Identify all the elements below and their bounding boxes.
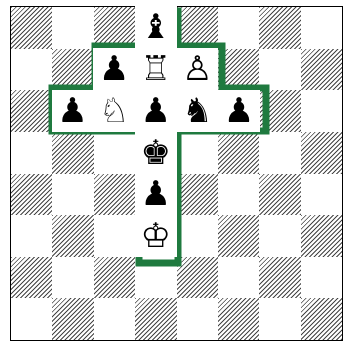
empty-cell — [218, 6, 260, 48]
black-bishop-icon[interactable]: ♝ — [135, 6, 177, 48]
empty-cell — [93, 6, 135, 48]
black-pawn-icon[interactable]: ♟ — [52, 90, 94, 132]
pieces-layer: ♝♟♖♙♟♘♟♞♟♚♟♔ — [10, 6, 343, 341]
empty-cell — [260, 215, 302, 257]
empty-cell — [52, 6, 94, 48]
black-pawn-icon[interactable]: ♟ — [218, 90, 260, 132]
empty-cell — [260, 174, 302, 216]
empty-cell — [10, 90, 52, 132]
empty-cell — [177, 174, 219, 216]
empty-cell — [260, 132, 302, 174]
empty-cell — [260, 6, 302, 48]
empty-cell — [218, 257, 260, 299]
empty-cell — [10, 215, 52, 257]
empty-cell — [10, 299, 52, 341]
empty-cell — [177, 257, 219, 299]
empty-cell — [301, 257, 343, 299]
empty-cell — [260, 299, 302, 341]
black-pawn-icon[interactable]: ♟ — [135, 90, 177, 132]
white-knight-icon[interactable]: ♘ — [93, 90, 135, 132]
black-pawn-icon[interactable]: ♟ — [135, 174, 177, 216]
empty-cell — [218, 174, 260, 216]
empty-cell — [93, 299, 135, 341]
empty-cell — [260, 48, 302, 90]
empty-cell — [135, 257, 177, 299]
black-pawn-icon[interactable]: ♟ — [93, 48, 135, 90]
white-rook-icon[interactable]: ♖ — [135, 48, 177, 90]
empty-cell — [218, 48, 260, 90]
empty-cell — [52, 215, 94, 257]
empty-cell — [301, 90, 343, 132]
empty-cell — [218, 299, 260, 341]
empty-cell — [301, 48, 343, 90]
empty-cell — [301, 132, 343, 174]
empty-cell — [93, 257, 135, 299]
black-king-icon[interactable]: ♚ — [135, 132, 177, 174]
empty-cell — [93, 132, 135, 174]
empty-cell — [10, 48, 52, 90]
empty-cell — [177, 299, 219, 341]
empty-cell — [93, 215, 135, 257]
empty-cell — [218, 215, 260, 257]
empty-cell — [52, 174, 94, 216]
empty-cell — [10, 257, 52, 299]
empty-cell — [52, 299, 94, 341]
empty-cell — [10, 132, 52, 174]
empty-cell — [135, 299, 177, 341]
empty-cell — [177, 215, 219, 257]
empty-cell — [10, 174, 52, 216]
empty-cell — [93, 174, 135, 216]
empty-cell — [177, 132, 219, 174]
empty-cell — [260, 90, 302, 132]
white-king-icon[interactable]: ♔ — [135, 215, 177, 257]
empty-cell — [52, 132, 94, 174]
empty-cell — [52, 48, 94, 90]
black-knight-icon[interactable]: ♞ — [177, 90, 219, 132]
empty-cell — [218, 132, 260, 174]
empty-cell — [260, 257, 302, 299]
white-pawn-icon[interactable]: ♙ — [177, 48, 219, 90]
empty-cell — [301, 6, 343, 48]
empty-cell — [52, 257, 94, 299]
empty-cell — [301, 215, 343, 257]
empty-cell — [10, 6, 52, 48]
empty-cell — [301, 299, 343, 341]
empty-cell — [177, 6, 219, 48]
empty-cell — [301, 174, 343, 216]
